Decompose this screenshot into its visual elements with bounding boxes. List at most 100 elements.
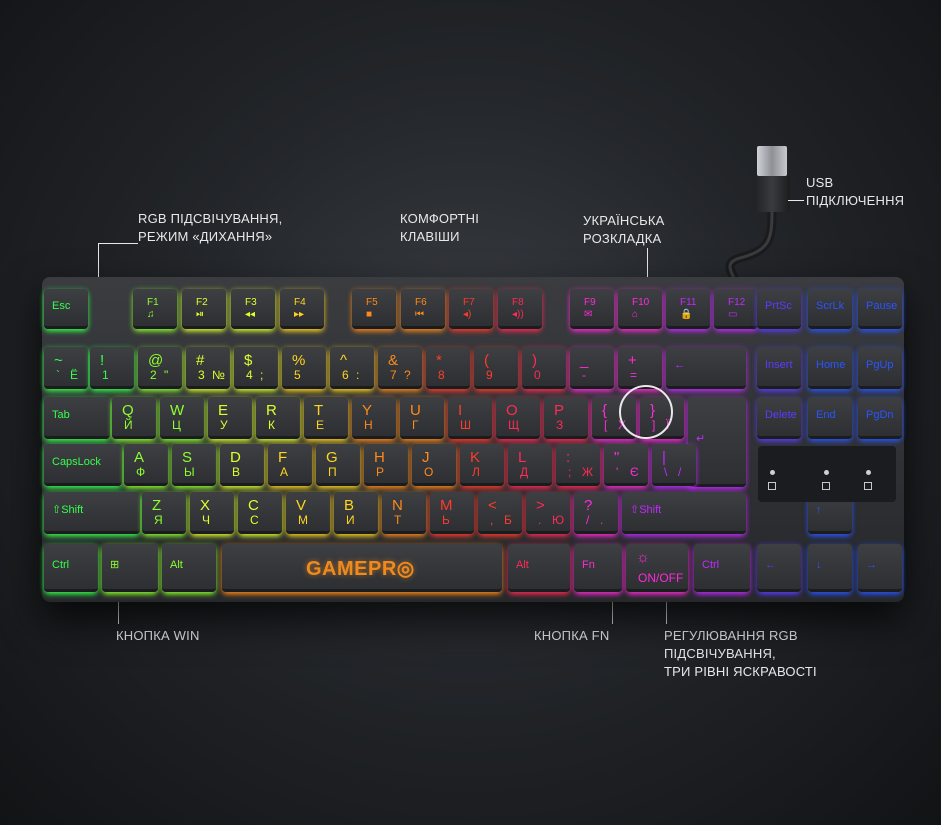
key[interactable]: Ctrl xyxy=(44,544,98,592)
key[interactable]: )0 xyxy=(522,347,566,389)
key-legend: F8 xyxy=(512,297,524,308)
key[interactable]: Tab xyxy=(44,397,110,439)
key[interactable]: ScrLk xyxy=(808,289,852,329)
key[interactable]: Insert xyxy=(757,347,801,389)
key[interactable]: F9✉ xyxy=(570,289,614,329)
key[interactable]: ⇧Shift xyxy=(622,492,746,534)
key[interactable]: Pause xyxy=(858,289,902,329)
key[interactable]: Alt xyxy=(508,544,570,592)
key[interactable]: PgDn xyxy=(858,397,902,439)
key[interactable]: ↵ xyxy=(688,397,746,487)
key-legend: ☼ xyxy=(636,549,650,566)
key[interactable]: End xyxy=(808,397,852,439)
key[interactable]: (9 xyxy=(474,347,518,389)
usb-plug-body xyxy=(754,174,790,212)
key[interactable]: ?/. xyxy=(574,492,618,534)
key[interactable] xyxy=(222,544,502,592)
key[interactable]: Delete xyxy=(757,397,801,439)
key[interactable]: _- xyxy=(570,347,614,389)
key[interactable]: "'Є xyxy=(604,444,648,486)
key[interactable]: F11🔒 xyxy=(666,289,710,329)
key[interactable]: ~`Ё xyxy=(44,347,88,389)
key[interactable]: :;Ж xyxy=(556,444,600,486)
key-legend: F xyxy=(278,449,288,466)
key[interactable]: Home xyxy=(808,347,852,389)
key[interactable]: *8 xyxy=(426,347,470,389)
key[interactable]: → xyxy=(858,544,902,592)
key-legend: > xyxy=(536,497,545,514)
key[interactable]: %5 xyxy=(282,347,326,389)
key[interactable]: PrtSc xyxy=(757,289,801,329)
key[interactable]: ↓ xyxy=(808,544,852,592)
key[interactable]: F6⏮ xyxy=(401,289,445,329)
key-legend: А xyxy=(280,465,289,479)
key[interactable]: F2⏯ xyxy=(182,289,226,329)
key[interactable]: >.Ю xyxy=(526,492,570,534)
key[interactable]: ^6: xyxy=(330,347,374,389)
key[interactable]: &7? xyxy=(378,347,422,389)
key[interactable]: CapsLock xyxy=(44,444,122,486)
key[interactable]: F7◂) xyxy=(449,289,493,329)
key[interactable]: Alt xyxy=(162,544,216,592)
key[interactable]: F3◂◂ xyxy=(231,289,275,329)
key[interactable]: ⊞ xyxy=(102,544,158,592)
leader-line xyxy=(98,243,138,244)
key[interactable]: PgUp xyxy=(858,347,902,389)
key[interactable]: Fn xyxy=(574,544,622,592)
key[interactable]: F12▭ xyxy=(714,289,758,329)
key[interactable]: $4; xyxy=(234,347,278,389)
key[interactable]: <,Б xyxy=(478,492,522,534)
key[interactable]: ← xyxy=(757,544,801,592)
key[interactable]: ☼ON/OFF xyxy=(626,544,688,592)
key-legend: Alt xyxy=(170,559,183,571)
key[interactable]: += xyxy=(618,347,662,389)
key[interactable]: ← xyxy=(666,347,746,389)
key-legend: ↵ xyxy=(696,433,706,445)
key-legend: Т xyxy=(394,513,402,527)
key[interactable]: F4▸▸ xyxy=(280,289,324,329)
key[interactable]: F8◂)) xyxy=(498,289,542,329)
key[interactable]: ⇧Shift xyxy=(44,492,140,534)
key[interactable]: @2" xyxy=(138,347,182,389)
key-legend: Esc xyxy=(52,300,71,312)
key-legend: О xyxy=(424,465,434,479)
key-legend: 0 xyxy=(534,368,541,382)
key-legend: ■ xyxy=(366,309,373,320)
key[interactable]: F1♫ xyxy=(133,289,177,329)
key[interactable]: F10⌂ xyxy=(618,289,662,329)
key[interactable]: !1 xyxy=(90,347,134,389)
key[interactable]: Ctrl xyxy=(694,544,750,592)
key[interactable]: F5■ xyxy=(352,289,396,329)
key[interactable]: Esc xyxy=(44,289,88,329)
key[interactable]: |\/ xyxy=(652,444,696,486)
key-legend: { xyxy=(602,402,608,419)
key-legend: _ xyxy=(580,352,589,369)
